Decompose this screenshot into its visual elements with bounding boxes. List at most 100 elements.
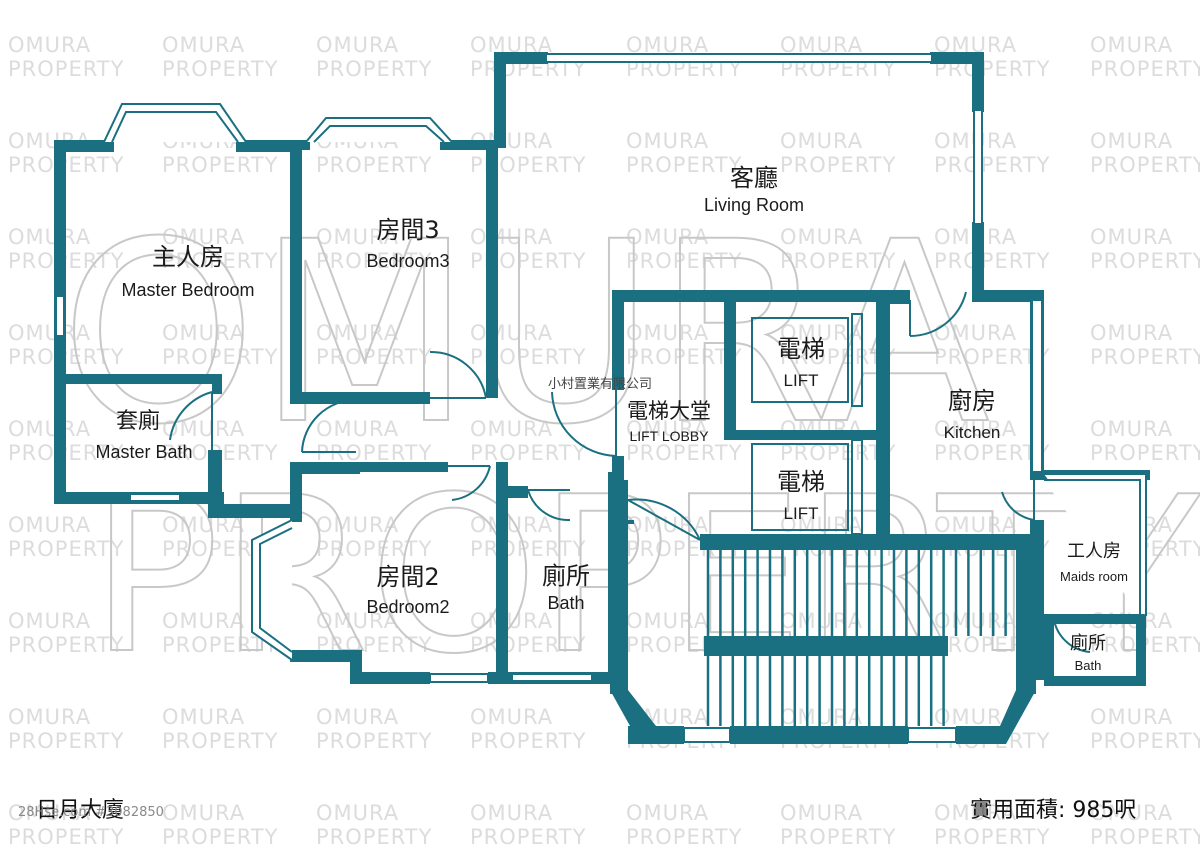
walls	[54, 52, 1150, 744]
living-room-label-cn: 客廳	[730, 164, 778, 192]
watermark-tile-line2: PROPERTY	[316, 729, 432, 753]
watermark-tile-line2: PROPERTY	[8, 153, 124, 177]
watermark-tile-line1: OMURA	[8, 609, 91, 633]
watermark-tile-line1: OMURA	[316, 33, 399, 57]
watermark-tile-line2: PROPERTY	[162, 153, 278, 177]
watermark-tile-line1: OMURA	[316, 513, 399, 537]
watermark-tile-line2: PROPERTY	[626, 345, 742, 369]
watermark-tile-line1: OMURA	[626, 801, 709, 825]
watermark-tile-line1: OMURA	[934, 609, 1017, 633]
watermark-tile-line1: OMURA	[470, 801, 553, 825]
bedroom3-label-cn: 房間3	[376, 216, 439, 244]
kitchen-label-en: Kitchen	[944, 423, 1001, 442]
living-room-label-en: Living Room	[704, 195, 804, 215]
lift-lower-label-en: LIFT	[784, 504, 819, 523]
doors	[169, 291, 1094, 653]
watermark-tile-line2: PROPERTY	[8, 57, 124, 81]
watermark-tile-line1: OMURA	[780, 801, 863, 825]
watermark-tile-line2: PROPERTY	[626, 249, 742, 273]
master-bedroom-label-cn: 主人房	[152, 243, 224, 271]
watermark-tile-line2: PROPERTY	[470, 537, 586, 561]
watermark-tile-line2: PROPERTY	[8, 729, 124, 753]
watermark-tile-line1: OMURA	[626, 321, 709, 345]
watermark-tile-line1: OMURA	[162, 321, 245, 345]
watermark-tile-line1: OMURA	[162, 609, 245, 633]
watermark-tile-line1: OMURA	[316, 321, 399, 345]
watermark-tile-line2: PROPERTY	[1090, 153, 1200, 177]
watermark-tile-line1: OMURA	[8, 801, 91, 825]
kitchen-label-cn: 廚房	[948, 387, 996, 415]
watermark-tile-line2: PROPERTY	[1090, 825, 1200, 848]
watermark-tile-line1: OMURA	[316, 705, 399, 729]
watermark-tile-line2: PROPERTY	[316, 249, 432, 273]
watermark-tile-line1: OMURA	[162, 705, 245, 729]
watermark-tile-line2: PROPERTY	[1090, 345, 1200, 369]
staircase	[706, 550, 1007, 726]
watermark-tile-line2: PROPERTY	[626, 153, 742, 177]
watermark-tile-line1: OMURA	[1090, 705, 1173, 729]
watermark-tile-line2: PROPERTY	[1090, 729, 1200, 753]
watermark-tile-line2: PROPERTY	[934, 249, 1050, 273]
watermark-tile-line1: OMURA	[1090, 417, 1173, 441]
watermark-tile-line2: PROPERTY	[1090, 441, 1200, 465]
maids-room-label-cn: 工人房	[1067, 541, 1121, 562]
watermark-tile-line1: OMURA	[780, 129, 863, 153]
watermark-tile-line1: OMURA	[8, 513, 91, 537]
maids-bath-label-cn: 廁所	[1070, 632, 1106, 654]
watermark-tile-line2: PROPERTY	[316, 153, 432, 177]
watermark-tile-line2: PROPERTY	[162, 345, 278, 369]
watermark-tile-line1: OMURA	[316, 417, 399, 441]
watermark-tile-line2: PROPERTY	[8, 825, 124, 848]
lift-car-lower	[751, 443, 849, 531]
watermark-tile-line2: PROPERTY	[934, 153, 1050, 177]
watermark-tile-line1: OMURA	[1090, 129, 1173, 153]
lift-upper-label-cn: 電梯	[777, 335, 825, 363]
watermark-tile-line1: OMURA	[1090, 33, 1173, 57]
watermark-tile-line1: OMURA	[1090, 225, 1173, 249]
watermark-tile-line2: PROPERTY	[470, 825, 586, 848]
windows	[55, 53, 1147, 743]
watermark-tile-line2: PROPERTY	[162, 825, 278, 848]
watermark-tile-line1: OMURA	[626, 225, 709, 249]
lift-upper-label-en: LIFT	[784, 371, 819, 390]
watermark-tile-line1: OMURA	[934, 801, 1017, 825]
watermark-tile-line1: OMURA	[626, 513, 709, 537]
watermark-tile-line2: PROPERTY	[626, 441, 742, 465]
source-caption: 28Hse.com #3082850	[18, 805, 164, 820]
company-tag: 小村置業有限公司	[548, 376, 652, 392]
watermark-tile-line2: PROPERTY	[8, 537, 124, 561]
watermark-tile-line1: OMURA	[470, 321, 553, 345]
watermark-tile-line2: PROPERTY	[316, 57, 432, 81]
watermark-tile-line2: PROPERTY	[8, 633, 124, 657]
bath-label-cn: 廁所	[542, 562, 590, 590]
watermark-tile-line2: PROPERTY	[316, 825, 432, 848]
area-label: 實用面積: 985呎	[970, 798, 1137, 823]
bedroom2-label-en: Bedroom2	[366, 597, 449, 617]
watermark-tile-line1: OMURA	[470, 609, 553, 633]
watermark-tile-line1: OMURA	[780, 705, 863, 729]
maids-bath-label-en: Bath	[1075, 658, 1102, 673]
master-bath-label-cn: 套廁	[116, 409, 160, 434]
watermark-tile-line1: OMURA	[626, 129, 709, 153]
watermark-tile-line2: PROPERTY	[162, 249, 278, 273]
watermark-tile-line2: PROPERTY	[162, 729, 278, 753]
maids-room-label-en: Maids room	[1060, 569, 1128, 584]
bedroom2-label-cn: 房間2	[376, 563, 439, 591]
watermark-tile-line2: PROPERTY	[626, 825, 742, 848]
watermark-tile-line1: OMURA	[470, 513, 553, 537]
building-name: 日月大廈	[36, 798, 125, 823]
master-bath-label-en: Master Bath	[95, 442, 192, 462]
bath-label-en: Bath	[547, 593, 584, 613]
watermark-tile-line2: PROPERTY	[780, 825, 896, 848]
watermark-tile-line2: PROPERTY	[316, 345, 432, 369]
watermark-tile-line1: OMURA	[934, 417, 1017, 441]
watermark-tile-line2: PROPERTY	[934, 825, 1050, 848]
watermark-tile-line1: OMURA	[8, 225, 91, 249]
watermark-tile-line1: OMURA	[8, 705, 91, 729]
watermark-tile-line1: OMURA	[162, 225, 245, 249]
watermark-tile-line1: OMURA	[162, 801, 245, 825]
watermark-tile-line2: PROPERTY	[1090, 57, 1200, 81]
watermark-tile-line1: OMURA	[470, 417, 553, 441]
watermark-tile-line1: OMURA	[316, 225, 399, 249]
